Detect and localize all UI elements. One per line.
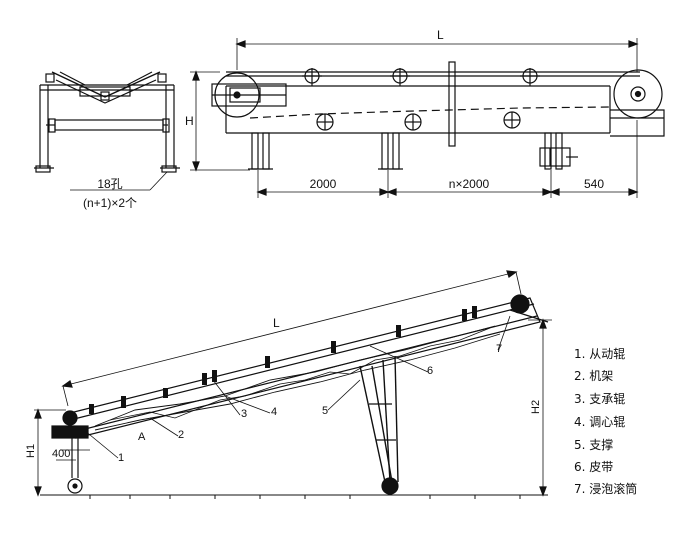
callout-4: 4 — [271, 406, 277, 418]
legend: 1. 从动辊 2. 机架 3. 支承辊 4. 调心辊 5. 支撑 6. 皮带 7… — [574, 347, 637, 496]
elevation-height-label: H — [185, 114, 194, 128]
elevation-length-label: L — [437, 28, 444, 42]
legend-item-5: 5. 支撑 — [574, 437, 613, 452]
dim-2000: 2000 — [310, 177, 337, 191]
h1-label: H1 — [25, 444, 37, 458]
callout-5: 5 — [322, 405, 328, 417]
callout-2: 2 — [178, 429, 184, 441]
h2-label: H2 — [530, 400, 542, 414]
incline-length-label: L — [273, 316, 280, 330]
callout-a: A — [138, 431, 146, 443]
legend-item-3: 3. 支承辊 — [574, 392, 625, 406]
cross-section-view — [34, 71, 180, 191]
callout-7: 7 — [496, 343, 502, 355]
dim-400: 400 — [52, 448, 70, 460]
dim-540: 540 — [584, 177, 604, 191]
dim-n-2000: n×2000 — [449, 177, 490, 191]
legend-item-6: 6. 皮带 — [574, 460, 613, 474]
inclined-conveyor-view — [34, 270, 552, 499]
callout-3: 3 — [241, 408, 247, 420]
legend-item-7: 7. 浸泡滚筒 — [574, 481, 637, 496]
hole-note-2: (n+1)×2个 — [83, 196, 137, 210]
elevation-view — [190, 38, 665, 198]
legend-item-2: 2. 机架 — [574, 369, 613, 383]
legend-item-1: 1. 从动辊 — [574, 347, 625, 361]
callout-6: 6 — [427, 365, 433, 377]
legend-item-4: 4. 调心辊 — [574, 415, 625, 429]
hole-note-1: 18孔 — [97, 177, 122, 191]
callout-1: 1 — [118, 452, 124, 464]
callout-labels: 1 2 3 4 5 6 7 A — [118, 343, 502, 464]
